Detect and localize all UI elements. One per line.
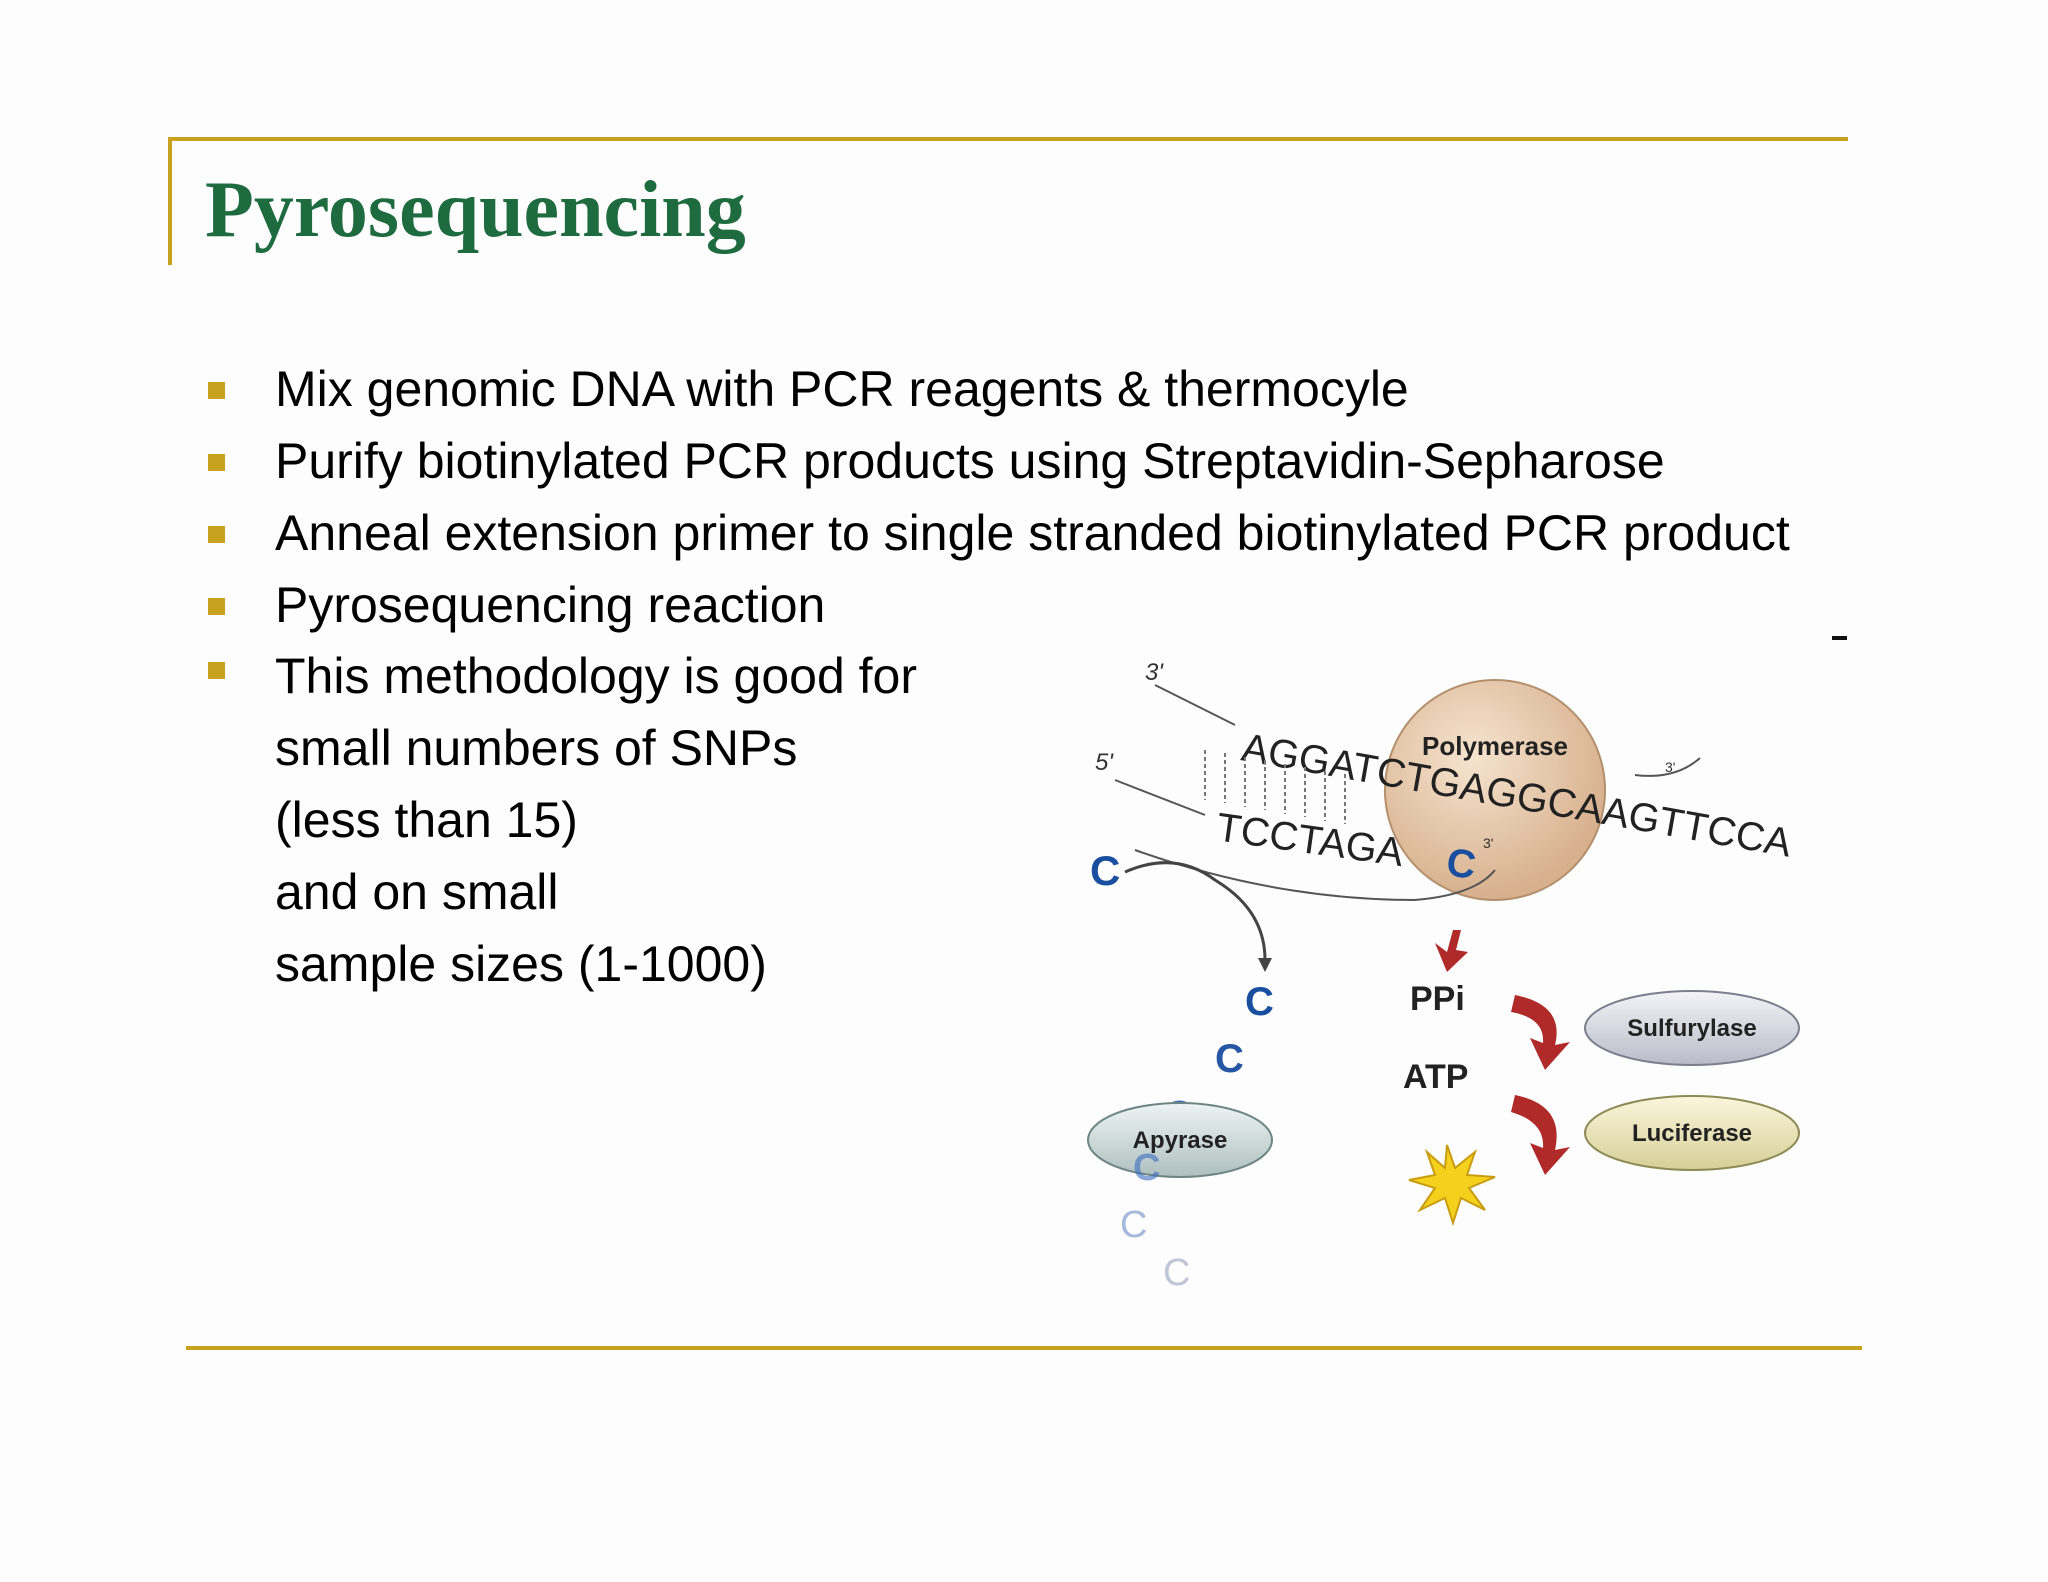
title-rule-top (168, 137, 1848, 141)
bullet-marker (208, 454, 225, 471)
primer-sequence: TCCTAGA (1214, 805, 1407, 875)
bullet-item: Mix genomic DNA with PCR reagents & ther… (205, 360, 1800, 418)
bullet-text-line: and on small (275, 864, 559, 920)
luciferase-enzyme (1584, 1095, 1800, 1171)
bottom-rule (186, 1346, 1862, 1350)
polymerase-enzyme: Polymerase (1384, 679, 1606, 901)
primer-backbone (1114, 779, 1206, 816)
bullet-item: This methodology is good for small numbe… (205, 640, 1115, 1000)
curved-arrow-icon (1511, 995, 1570, 1070)
title-rule-left (168, 137, 172, 265)
signal-cascade: PPi ATP Sulfurylase Luciferase (1403, 930, 1800, 1227)
nucleotide-path-arrow (1124, 861, 1267, 961)
bullet-text: Pyrosequencing reaction (275, 577, 826, 633)
stray-dash-mark (1832, 636, 1847, 640)
polymerase-body (1384, 679, 1606, 901)
nucleotide-c: C (1245, 980, 1274, 1024)
curved-arrow-icon (1511, 1095, 1570, 1175)
template-end-label: 3' (1665, 759, 1675, 775)
degraded-nucleotides: C C C Apyrase C C C (1087, 980, 1274, 1294)
sulfurylase-enzyme (1584, 990, 1800, 1066)
bullet-text: Anneal extension primer to single strand… (275, 505, 1790, 561)
bullet-marker (208, 662, 225, 679)
primer-end-label: 3' (1483, 835, 1493, 851)
nucleotide-c-label: C (1090, 847, 1120, 894)
bullet-item: Anneal extension primer to single strand… (205, 504, 1800, 562)
bullet-marker (208, 526, 225, 543)
apyrase-enzyme (1087, 1102, 1273, 1178)
atp-label: ATP (1403, 1058, 1468, 1096)
nucleotide-c: C (1133, 1147, 1160, 1189)
nucleotide-c: C (1163, 1252, 1190, 1294)
arrowhead (1258, 958, 1272, 972)
bullet-marker (208, 598, 225, 615)
bullet-item: Purify biotinylated PCR products using S… (205, 432, 1800, 490)
light-burst-icon (1408, 1144, 1496, 1227)
nucleotide-c: C (1215, 1037, 1244, 1081)
bullet-text-line: (less than 15) (275, 792, 578, 848)
strand-3-label: 3' (1145, 659, 1164, 686)
base-pair-ladder (1204, 750, 1346, 824)
bullet-text: Purify biotinylated PCR products using S… (275, 433, 1665, 489)
bullet-text: Mix genomic DNA with PCR reagents & ther… (275, 361, 1409, 417)
nucleotide-c: C (1120, 1204, 1147, 1246)
polymerase-label: Polymerase (1422, 731, 1568, 761)
pyrosequencing-diagram: Polymerase 3' AGGATCTGAGGCAAGTTCCA 3' 5'… (1087, 659, 1800, 1294)
apyrase-label: Apyrase (1133, 1127, 1228, 1154)
slide-title: Pyrosequencing (205, 166, 746, 254)
added-base: C (1444, 840, 1479, 888)
bullet-item: Pyrosequencing reaction (205, 576, 1800, 634)
bullet-marker (208, 382, 225, 399)
ppi-label: PPi (1410, 980, 1465, 1018)
down-arrow-icon (1435, 930, 1468, 972)
incoming-nucleotide: C (1090, 847, 1272, 972)
bullet-text-line: small numbers of SNPs (275, 720, 798, 776)
bullet-text-line: This methodology is good for (275, 648, 918, 704)
bullet-list: Mix genomic DNA with PCR reagents & ther… (205, 360, 1800, 1014)
bullet-text-line: sample sizes (1-1000) (275, 936, 767, 992)
luciferase-label: Luciferase (1632, 1120, 1752, 1147)
template-backbone (1154, 684, 1236, 726)
template-tail (1634, 757, 1701, 777)
strand-5-label: 5' (1095, 749, 1114, 776)
sulfurylase-label: Sulfurylase (1627, 1015, 1756, 1042)
